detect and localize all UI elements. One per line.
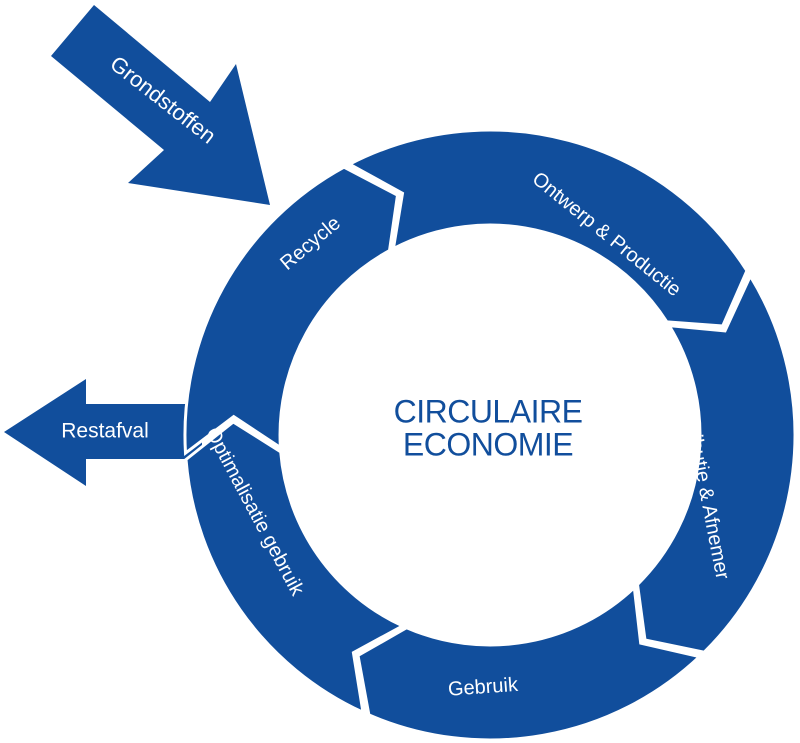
ring-segment-ontwerp [346, 128, 749, 328]
center-title-line-1: CIRCULAIRE [394, 393, 583, 429]
output-arrow-shape [4, 379, 202, 486]
ring-segment-recycle [183, 165, 400, 456]
ring-segment-distributie [635, 272, 797, 654]
ring-segment-optimalisatie [184, 420, 406, 715]
center-title-line-2: ECONOMIE [403, 426, 573, 462]
input-arrow-grondstoffen: Grondstoffen [51, 5, 270, 205]
output-arrow-restafval: Restafval [4, 379, 202, 486]
segment-label-gebruik: Gebruik [447, 674, 519, 701]
ring-segment-gebruik [356, 584, 703, 742]
input-arrow-shape [51, 5, 270, 205]
center-title: CIRCULAIRE ECONOMIE [394, 393, 583, 462]
cycle-ring [183, 128, 797, 742]
output-arrow-label: Restafval [61, 420, 149, 443]
